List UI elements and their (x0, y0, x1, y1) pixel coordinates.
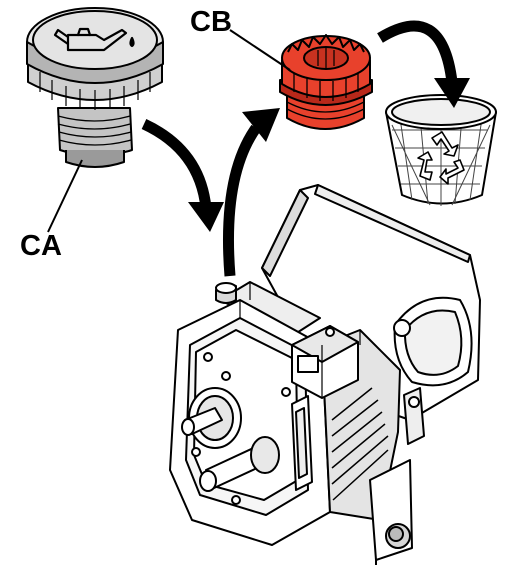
leader-line-ca (47, 159, 83, 233)
oil-can-icon (53, 27, 135, 52)
arrow-remove-old-cap (141, 119, 224, 232)
old-oil-cap (26, 7, 164, 168)
waste-basket (385, 94, 497, 206)
recycle-icon (417, 131, 465, 185)
new-oil-cap (279, 34, 373, 130)
callout-label-cb: CB (190, 6, 232, 38)
arrow-install-new-cap (223, 108, 280, 277)
engine-assembly (169, 184, 481, 565)
leader-line-cb (229, 29, 291, 71)
engine-shading (239, 282, 361, 546)
arrow-discard-to-basket (377, 20, 470, 108)
callout-label-ca: CA (20, 230, 62, 262)
